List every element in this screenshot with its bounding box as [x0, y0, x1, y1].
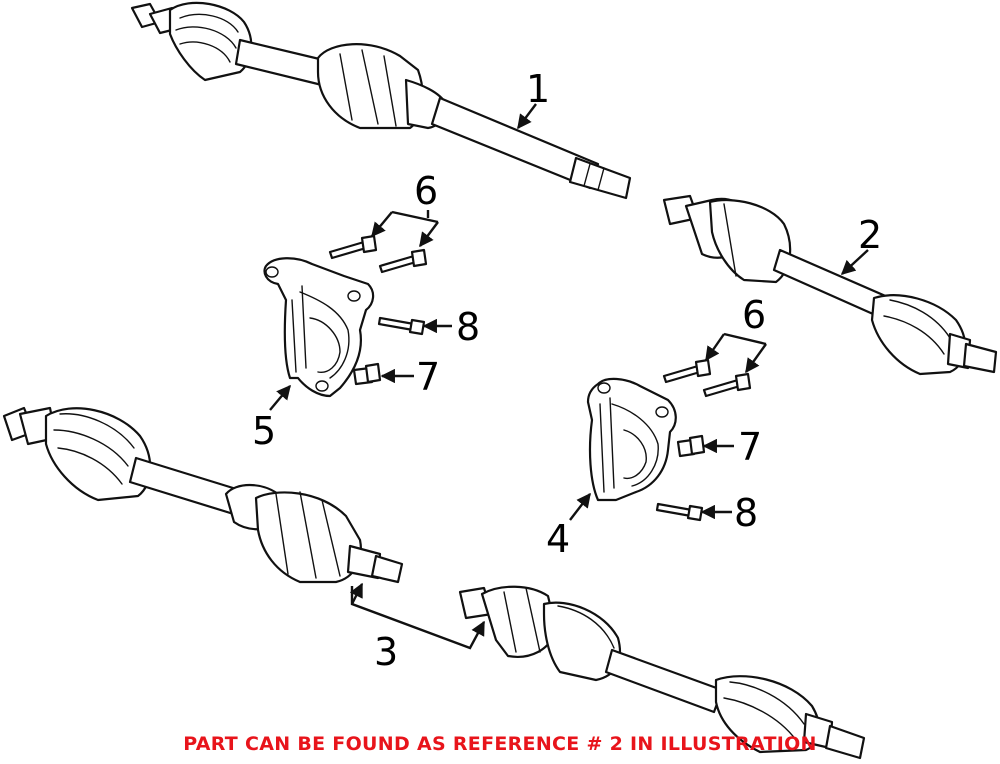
callout-5: 5 — [252, 409, 276, 453]
bolt-8a — [377, 316, 426, 336]
callout-8-left: 8 — [456, 305, 480, 349]
callout-4: 4 — [546, 517, 570, 561]
callout-8-right: 8 — [734, 491, 758, 535]
reference-caption: PART CAN BE FOUND AS REFERENCE # 2 IN IL… — [183, 733, 817, 755]
callout-2: 2 — [858, 213, 882, 257]
callout-7-right: 7 — [738, 425, 762, 469]
callout-7-left: 7 — [416, 355, 440, 399]
axle-shaft-2 — [662, 194, 998, 376]
axle-shaft-3-right — [458, 585, 866, 760]
bolt-6a-2 — [378, 248, 428, 274]
bracket-5 — [263, 257, 375, 398]
callout-6-left: 6 — [414, 169, 438, 213]
leader-lines — [269, 103, 869, 650]
axle-shaft-3-left — [2, 406, 404, 584]
callout-6-right: 6 — [742, 293, 766, 337]
bolt-7b — [676, 434, 706, 458]
bolt-8b — [655, 502, 704, 522]
bracket-4 — [586, 377, 677, 502]
bolt-6b-1 — [662, 358, 712, 384]
bolt-6a-1 — [328, 234, 378, 260]
bolt-7a — [352, 362, 382, 386]
callout-3: 3 — [374, 630, 398, 674]
axle-shaft-1 — [130, 1, 632, 200]
bolt-6b-2 — [702, 372, 752, 398]
callout-1: 1 — [526, 67, 550, 111]
